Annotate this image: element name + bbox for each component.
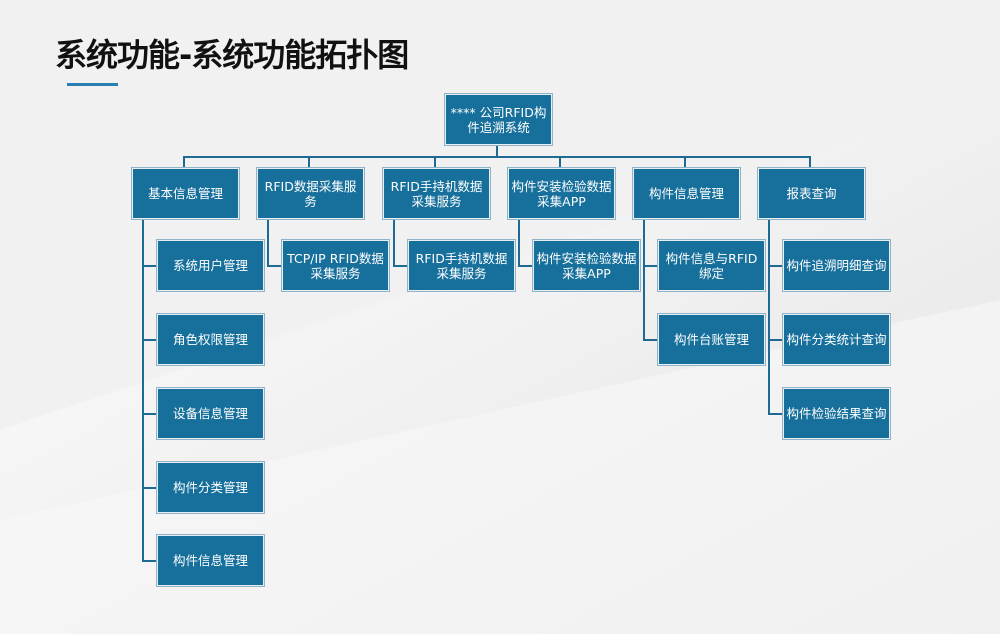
branch-node-label: 构件信息管理 [648, 186, 724, 201]
connector-line [559, 156, 561, 168]
root-node[interactable]: **** 公司RFID构件追溯系统 [445, 94, 552, 145]
connector-line [518, 265, 534, 267]
page-title: 系统功能-系统功能拓扑图 [55, 36, 409, 74]
branch-node[interactable]: RFID手持机数据采集服务 [383, 168, 490, 219]
connector-line [643, 219, 645, 340]
leaf-node-label: 构件追溯明细查询 [786, 258, 887, 273]
branch-node-label: 报表查询 [786, 186, 837, 201]
root-node-label: **** 公司RFID构件追溯系统 [450, 104, 547, 135]
leaf-node-label: 构件检验结果查询 [786, 406, 887, 421]
leaf-node[interactable]: 构件安装检验数据采集APP [533, 240, 640, 291]
leaf-node-label: RFID手持机数据采集服务 [415, 250, 508, 281]
leaf-node[interactable]: 构件分类统计查询 [783, 314, 890, 365]
branch-node[interactable]: 报表查询 [758, 168, 865, 219]
title-underline [67, 83, 118, 86]
connector-line [684, 156, 686, 168]
connector-line [768, 265, 784, 267]
leaf-node-label: 构件安装检验数据采集APP [536, 250, 637, 281]
connector-line [768, 413, 784, 415]
leaf-node[interactable]: TCP/IP RFID数据采集服务 [282, 240, 389, 291]
branch-node-label: 构件安装检验数据采集APP [511, 178, 612, 209]
connector-line [142, 265, 158, 267]
leaf-node-label: 系统用户管理 [172, 258, 248, 273]
leaf-node-label: 构件信息与RFID绑定 [665, 250, 758, 281]
connector-line [142, 560, 158, 562]
connector-line [643, 265, 659, 267]
connector-line [643, 339, 659, 341]
branch-node-label: RFID手持机数据采集服务 [390, 178, 483, 209]
connector-line [183, 156, 811, 158]
leaf-node-label: 构件信息管理 [172, 553, 248, 568]
connector-line [434, 156, 436, 168]
branch-node[interactable]: 构件安装检验数据采集APP [508, 168, 615, 219]
connector-line [768, 219, 770, 414]
connector-line [267, 265, 283, 267]
branch-node-label: 基本信息管理 [147, 186, 223, 201]
connector-line [142, 339, 158, 341]
leaf-node-label: 角色权限管理 [172, 332, 248, 347]
leaf-node[interactable]: 构件分类管理 [157, 462, 264, 513]
leaf-node-label: 构件分类统计查询 [786, 332, 887, 347]
branch-node-label: RFID数据采集服务 [264, 178, 357, 209]
leaf-node[interactable]: 设备信息管理 [157, 388, 264, 439]
leaf-node[interactable]: 构件检验结果查询 [783, 388, 890, 439]
connector-line [518, 219, 520, 266]
connector-line [142, 487, 158, 489]
leaf-node-label: 设备信息管理 [172, 406, 248, 421]
connector-line [496, 145, 498, 157]
connector-line [393, 265, 409, 267]
leaf-node-label: 构件分类管理 [172, 480, 248, 495]
connector-line [142, 413, 158, 415]
leaf-node[interactable]: 构件追溯明细查询 [783, 240, 890, 291]
connector-line [308, 156, 310, 168]
leaf-node[interactable]: 角色权限管理 [157, 314, 264, 365]
leaf-node-label: 构件台账管理 [673, 332, 749, 347]
leaf-node[interactable]: 构件台账管理 [658, 314, 765, 365]
branch-node[interactable]: RFID数据采集服务 [257, 168, 364, 219]
leaf-node-label: TCP/IP RFID数据采集服务 [287, 250, 384, 281]
leaf-node[interactable]: 构件信息管理 [157, 535, 264, 586]
leaf-node[interactable]: 系统用户管理 [157, 240, 264, 291]
connector-line [183, 156, 185, 168]
connector-line [267, 219, 269, 266]
branch-node[interactable]: 基本信息管理 [132, 168, 239, 219]
connector-line [142, 219, 144, 561]
connector-line [809, 156, 811, 168]
connector-line [393, 219, 395, 266]
leaf-node[interactable]: 构件信息与RFID绑定 [658, 240, 765, 291]
connector-line [768, 339, 784, 341]
leaf-node[interactable]: RFID手持机数据采集服务 [408, 240, 515, 291]
branch-node[interactable]: 构件信息管理 [633, 168, 740, 219]
